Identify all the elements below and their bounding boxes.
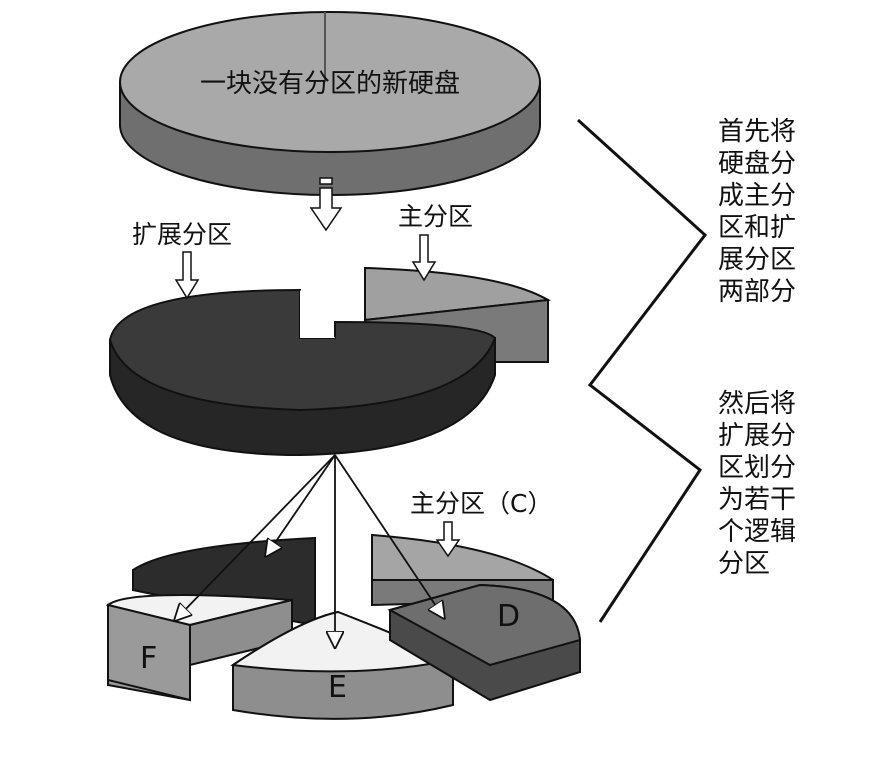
note-line: 展分区 xyxy=(718,245,796,275)
note-line: 两部分 xyxy=(718,277,796,307)
disk-top-face xyxy=(119,11,541,153)
note-line: 分区 xyxy=(718,549,770,579)
zigzag-bracket xyxy=(576,118,708,623)
note-line: 扩展分 xyxy=(718,421,796,451)
down-arrow-icon xyxy=(411,234,437,282)
down-arrow-icon xyxy=(309,177,343,232)
note-line: 然后将 xyxy=(718,389,796,419)
slice-f-label: F xyxy=(140,641,157,676)
note-line: 成主分 xyxy=(718,181,796,211)
note-line: 区和扩 xyxy=(718,213,796,243)
extended-partition xyxy=(108,288,497,457)
note-line: 个逻辑 xyxy=(718,517,796,547)
slice-e-label: E xyxy=(328,670,347,705)
note-line: 为若干 xyxy=(718,485,796,515)
step2-note: 然后将 扩展分 区划分 为若干 个逻辑 分区 xyxy=(718,389,796,579)
logical-partition-f xyxy=(105,594,293,702)
down-arrow-icon xyxy=(435,521,461,558)
note-line: 区划分 xyxy=(718,453,796,483)
unpartitioned-disk: 一块没有分区的新硬盘 xyxy=(119,11,541,196)
primary-c-label: 主分区（C） xyxy=(410,489,552,518)
note-line: 首先将 xyxy=(718,117,796,147)
step1-note: 首先将 硬盘分 成主分 区和扩 展分区 两部分 xyxy=(718,117,796,307)
primary-partition-label: 主分区 xyxy=(398,202,473,231)
unpartitioned-disk-label: 一块没有分区的新硬盘 xyxy=(200,69,460,99)
distribution-arrows xyxy=(180,454,440,640)
note-line: 硬盘分 xyxy=(718,149,796,179)
extended-partition-label: 扩展分区 xyxy=(132,220,232,249)
slice-d-label: D xyxy=(497,599,520,634)
down-arrow-icon xyxy=(174,251,200,300)
